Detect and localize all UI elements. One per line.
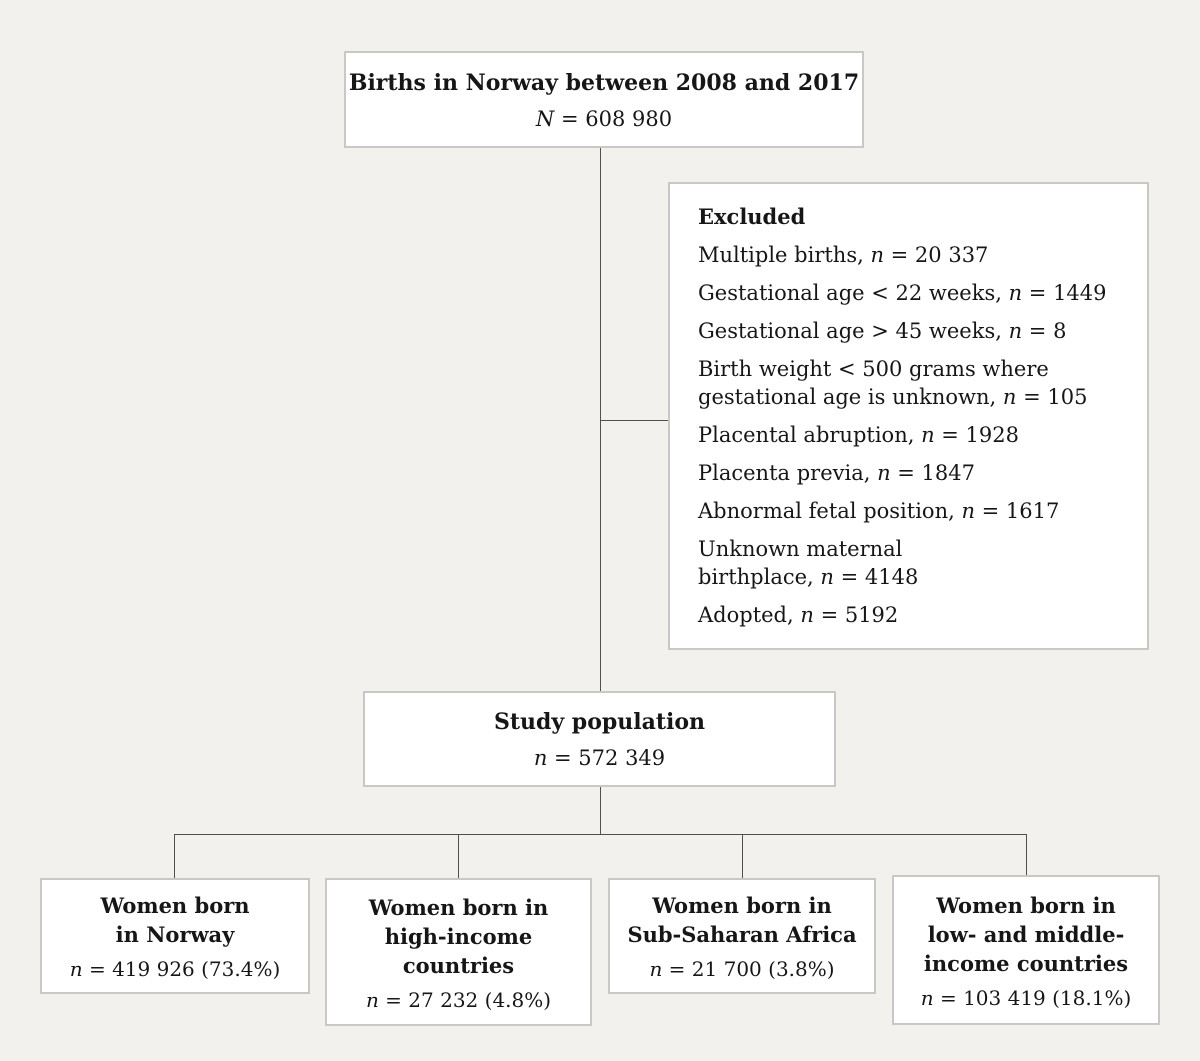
- excluded-item-count: = 8: [1022, 319, 1067, 343]
- study-population-count: n = 572 349: [534, 746, 665, 770]
- excluded-item: Gestational age < 22 weeks, n = 1449: [698, 279, 1123, 307]
- variable-symbol: n: [961, 499, 975, 523]
- study-population-box: Study population n = 572 349: [363, 691, 836, 787]
- connector-drop-low-middle: [1026, 834, 1027, 876]
- excluded-heading: Excluded: [698, 204, 806, 229]
- variable-symbol: n: [921, 423, 935, 447]
- count-value: = 21 700 (3.8%): [662, 957, 835, 981]
- variable-symbol: n: [800, 603, 814, 627]
- excluded-item-label: Birth weight < 500 grams where gestation…: [698, 357, 1049, 409]
- excluded-item-label: Unknown maternal birthplace,: [698, 537, 903, 589]
- excluded-item: Placental abruption, n = 1928: [698, 421, 1123, 449]
- outcome-box-norway: Women born in Norway n = 419 926 (73.4%): [40, 878, 310, 994]
- outcome-title: Women born in low- and middle- income co…: [923, 892, 1129, 976]
- births-total-box: Births in Norway between 2008 and 2017 N…: [344, 51, 864, 148]
- variable-symbol: n: [1008, 281, 1023, 305]
- excluded-item: Birth weight < 500 grams where gestation…: [698, 355, 1123, 411]
- connector-drop-sub-saharan: [742, 834, 743, 878]
- excluded-item-label: Gestational age > 45 weeks,: [698, 319, 1009, 343]
- outcome-count: n = 21 700 (3.8%): [649, 957, 834, 981]
- outcome-count: n = 103 419 (18.1%): [921, 986, 1132, 1010]
- excluded-item-count: = 5192: [813, 603, 899, 627]
- count-value: = 419 926 (73.4%): [82, 957, 281, 981]
- count-value: = 27 232 (4.8%): [378, 987, 552, 1012]
- variable-symbol: N: [535, 106, 555, 131]
- excluded-item: Multiple births, n = 20 337: [698, 241, 1123, 269]
- variable-symbol: n: [1008, 319, 1023, 343]
- excluded-item-label: Adopted,: [698, 603, 801, 627]
- outcome-count: n = 27 232 (4.8%): [366, 988, 551, 1012]
- excluded-item-label: Gestational age < 22 weeks,: [698, 281, 1009, 305]
- excluded-item: Abnormal fetal position, n = 1617: [698, 497, 1123, 525]
- excluded-item-label: Placental abruption,: [698, 423, 922, 447]
- excluded-item-count: = 1928: [934, 423, 1019, 447]
- study-population-title: Study population: [493, 709, 706, 735]
- outcome-box-sub-saharan-africa: Women born in Sub-Saharan Africa n = 21 …: [608, 878, 876, 994]
- outcome-title: Women born in Sub-Saharan Africa: [627, 893, 857, 947]
- count-value: = 608 980: [554, 106, 673, 131]
- connector-to-excluded: [600, 420, 668, 421]
- excluded-item-count: = 1847: [890, 461, 975, 485]
- outcome-title: Women born in Norway: [100, 893, 250, 947]
- excluded-item: Unknown maternal birthplace, n = 4148: [698, 535, 1123, 591]
- excluded-item-count: = 4148: [833, 565, 919, 589]
- variable-symbol: n: [649, 957, 663, 981]
- excluded-item-label: Abnormal fetal position,: [698, 499, 962, 523]
- connector-branch-horizontal: [174, 834, 1027, 835]
- variable-symbol: n: [820, 565, 834, 589]
- connector-drop-norway: [174, 834, 175, 878]
- count-value: = 572 349: [547, 746, 666, 770]
- excluded-item-count: = 1449: [1022, 281, 1107, 305]
- connector-drop-high-income: [458, 834, 459, 878]
- outcome-box-low-middle-income: Women born in low- and middle- income co…: [892, 875, 1160, 1025]
- variable-symbol: n: [920, 985, 934, 1010]
- variable-symbol: n: [1002, 385, 1017, 409]
- variable-symbol: n: [365, 987, 379, 1012]
- excluded-item-count: = 105: [1016, 385, 1088, 409]
- count-value: = 103 419 (18.1%): [933, 985, 1132, 1010]
- connector-study-to-branch: [600, 786, 601, 834]
- births-total-title: Births in Norway between 2008 and 2017: [348, 69, 860, 96]
- outcome-title: Women born in high-income countries: [368, 894, 549, 978]
- variable-symbol: n: [533, 746, 548, 770]
- connector-top-to-study: [600, 147, 601, 692]
- births-total-count: N = 608 980: [536, 107, 672, 131]
- variable-symbol: n: [870, 243, 884, 267]
- outcome-box-high-income: Women born in high-income countries n = …: [325, 878, 592, 1026]
- excluded-item: Adopted, n = 5192: [698, 601, 1123, 629]
- excluded-item-count: = 1617: [974, 499, 1060, 523]
- excluded-item-label: Placenta previa,: [698, 461, 878, 485]
- excluded-item: Gestational age > 45 weeks, n = 8: [698, 317, 1123, 345]
- excluded-item-count: = 20 337: [883, 243, 989, 267]
- variable-symbol: n: [877, 461, 891, 485]
- variable-symbol: n: [69, 957, 83, 981]
- excluded-item: Placenta previa, n = 1847: [698, 459, 1123, 487]
- outcome-count: n = 419 926 (73.4%): [70, 957, 281, 981]
- excluded-item-label: Multiple births,: [698, 243, 871, 267]
